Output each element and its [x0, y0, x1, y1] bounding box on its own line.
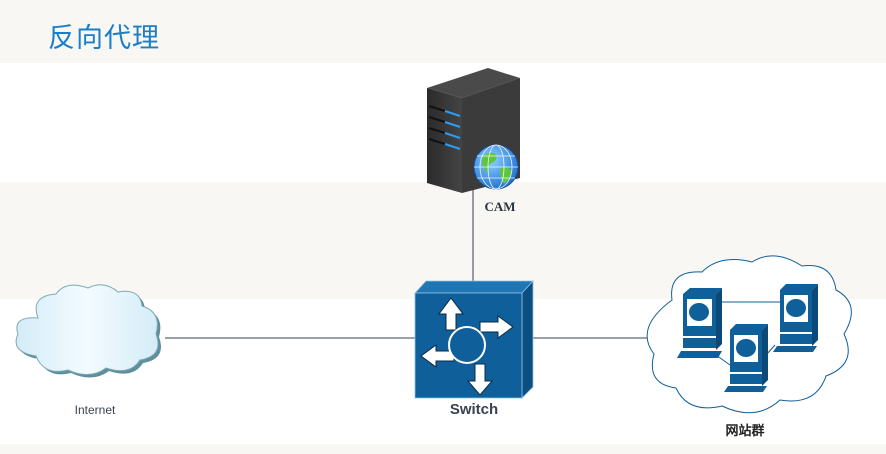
- cloud-icon[interactable]: [15, 284, 162, 378]
- header-band: [0, 0, 886, 63]
- workstation-cluster-icon[interactable]: [646, 255, 852, 414]
- website-cluster-label: 网站群: [725, 424, 765, 439]
- switch-icon[interactable]: [414, 279, 534, 399]
- workstation-2-icon: [773, 284, 818, 352]
- workstation-3-icon: [724, 324, 768, 392]
- switch-label: Switch: [449, 401, 499, 418]
- page-title: 反向代理: [48, 23, 160, 54]
- server-label: CAM: [484, 199, 516, 214]
- server-globe-icon[interactable]: [427, 68, 520, 193]
- footer-band: [0, 444, 886, 454]
- workstation-1-icon: [677, 288, 722, 358]
- internet-label: Internet: [74, 403, 116, 417]
